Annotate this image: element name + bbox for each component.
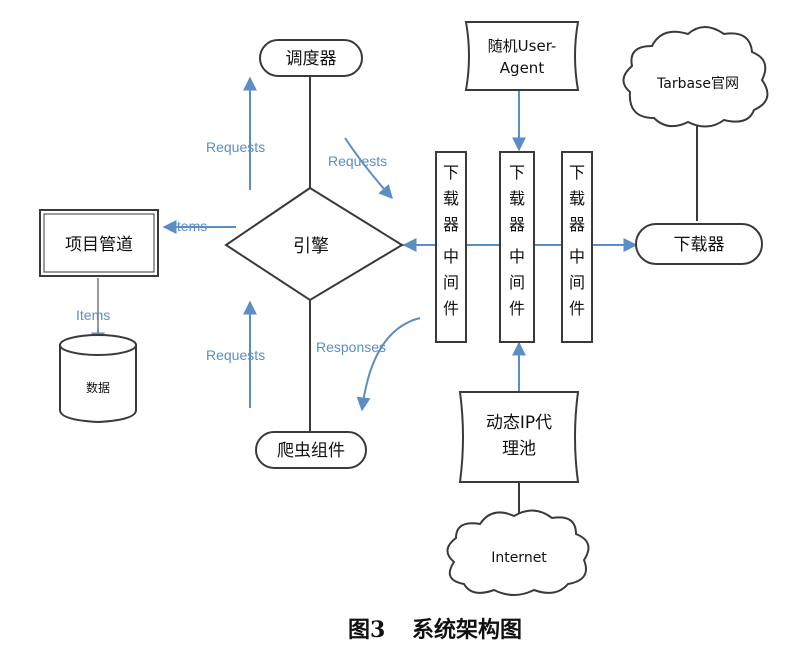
- data-node: 数据: [59, 334, 137, 424]
- proxy-pool-label-line1: 动态IP代: [486, 413, 552, 433]
- tarbase-label: Tarbase官网: [656, 76, 739, 92]
- spider-label: 爬虫组件: [277, 441, 345, 461]
- middleware-char: 载: [443, 189, 459, 208]
- requests-right-label: Requests: [328, 153, 387, 169]
- pipeline-label: 项目管道: [65, 235, 133, 255]
- tarbase-cloud: Tarbase官网: [622, 26, 769, 128]
- spider-node: 爬虫组件: [255, 431, 367, 469]
- middleware-char: 载: [509, 189, 525, 208]
- scheduler-node: 调度器: [259, 39, 363, 77]
- scheduler-label: 调度器: [286, 49, 337, 69]
- requests-right-arrow: [344, 137, 393, 200]
- flow-arrows: [91, 76, 638, 412]
- middleware-column-1: 下 载 器 中 间 件: [435, 151, 467, 343]
- middleware-char: 件: [509, 299, 525, 318]
- internet-cloud: Internet: [446, 509, 590, 596]
- figure-title: 系统架构图: [412, 617, 522, 643]
- middleware-char: 器: [509, 215, 525, 234]
- engine-node: 引擎: [224, 186, 404, 302]
- middleware-column-2: 下 载 器 中 间 件: [499, 151, 535, 343]
- responses-arrow: [356, 317, 421, 412]
- requests-low-label: Requests: [206, 347, 265, 363]
- middleware-char: 下: [509, 163, 525, 182]
- middleware-char: 件: [569, 299, 585, 318]
- useragent-node: 随机User- Agent: [464, 21, 580, 91]
- proxy-pool-node: 动态IP代 理池: [458, 391, 580, 483]
- responses-label: Responses: [316, 339, 386, 355]
- downloader-label: 下载器: [674, 235, 725, 255]
- middleware-group: 下 载 器 中 间 件 下 载 器 中 间 件 下 载 器 中 间 件: [435, 151, 593, 343]
- middleware-char: 件: [443, 299, 459, 318]
- items-down-label: Items: [76, 307, 110, 323]
- middleware-char: 下: [569, 163, 585, 182]
- figure-caption: 图3 系统架构图: [348, 617, 522, 643]
- middleware-column-3: 下 载 器 中 间 件: [561, 151, 593, 343]
- downloader-node: 下载器: [635, 223, 763, 265]
- middleware-char: 间: [509, 273, 525, 292]
- middleware-char: 器: [443, 215, 459, 234]
- middleware-char: 下: [443, 163, 459, 182]
- items-left-label: Items: [173, 218, 207, 234]
- useragent-label-line1: 随机User-: [488, 37, 557, 55]
- middleware-char: 中: [509, 247, 525, 266]
- figure-number: 图3: [348, 617, 385, 643]
- edge-labels: Requests Requests Items Items Requests R…: [76, 139, 387, 363]
- middleware-char: 器: [569, 215, 585, 234]
- middleware-char: 中: [569, 247, 585, 266]
- proxy-pool-label-line2: 理池: [502, 439, 536, 459]
- middleware-char: 间: [443, 273, 459, 292]
- internet-label: Internet: [491, 550, 547, 566]
- engine-label: 引擎: [293, 236, 329, 257]
- middleware-char: 间: [569, 273, 585, 292]
- middleware-char: 载: [569, 189, 585, 208]
- useragent-label-line2: Agent: [500, 59, 545, 77]
- connector-lines: [97, 75, 698, 532]
- pipeline-node: 项目管道: [39, 209, 159, 277]
- data-label: 数据: [86, 380, 110, 395]
- requests-up-label: Requests: [206, 139, 265, 155]
- middleware-char: 中: [443, 247, 459, 266]
